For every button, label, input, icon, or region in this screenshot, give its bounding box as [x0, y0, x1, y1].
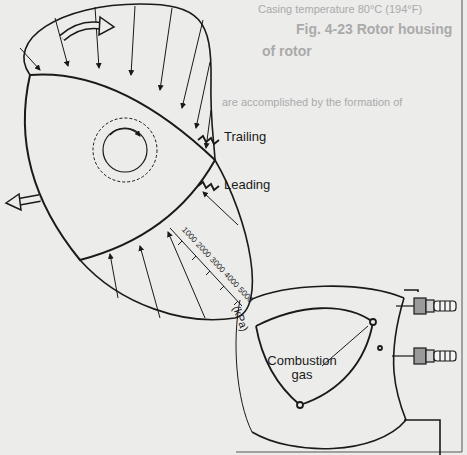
bleed-through-caption: Fig. 4-23 Rotor housing	[296, 22, 452, 37]
bleed-through-heading: of rotor	[262, 44, 312, 59]
pressure-envelope	[24, 4, 252, 320]
pressure-scale-axis	[170, 228, 242, 306]
bleed-through-text: are accomplished by the formation of	[222, 96, 402, 108]
apex-seal	[198, 136, 219, 190]
scale-value: 1000	[180, 226, 199, 245]
spark-plug	[392, 298, 456, 364]
rotor-housing	[236, 286, 440, 455]
frame	[236, 0, 462, 452]
rotation-arrow	[6, 17, 114, 210]
seal-label: Trailing	[224, 130, 266, 144]
rotor	[25, 75, 215, 260]
seal-label: Leading	[224, 178, 270, 192]
pressure-arrows	[20, 6, 238, 318]
bleed-through-text: Casing temperature 80°C (194°F)	[258, 3, 422, 15]
rotor	[256, 308, 382, 408]
part-label: Combustion gas	[262, 354, 342, 383]
